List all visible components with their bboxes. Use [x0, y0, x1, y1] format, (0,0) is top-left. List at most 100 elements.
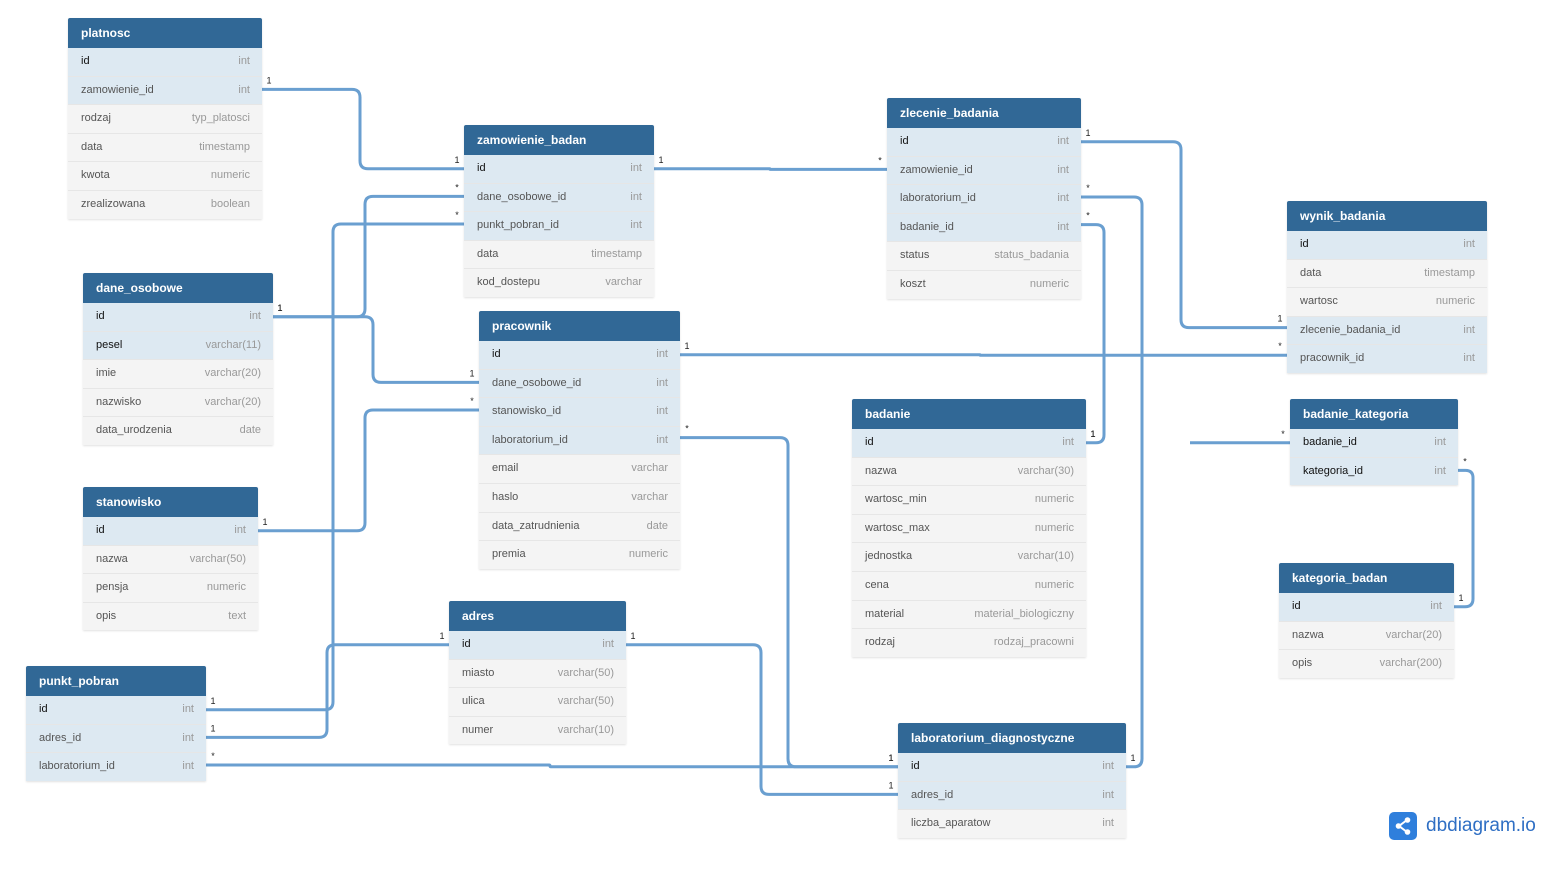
- table-header[interactable]: badanie: [852, 399, 1086, 429]
- table-header[interactable]: pracownik: [479, 311, 680, 341]
- table-header[interactable]: platnosc: [68, 18, 262, 48]
- table-header[interactable]: punkt_pobran: [26, 666, 206, 696]
- table-header[interactable]: laboratorium_diagnostyczne: [898, 723, 1126, 753]
- relationship-line[interactable]: [1081, 195, 1144, 769]
- relationship-line[interactable]: [258, 408, 479, 533]
- relationship-line[interactable]: [273, 194, 464, 319]
- table-header[interactable]: adres: [449, 601, 626, 631]
- relationship-line[interactable]: [206, 643, 449, 739]
- table-header[interactable]: dane_osobowe: [83, 273, 273, 303]
- relationship-line[interactable]: [626, 643, 898, 796]
- relationship-line[interactable]: [1081, 223, 1106, 445]
- dbdiagram-brand[interactable]: dbdiagram.io: [1389, 812, 1536, 840]
- table-header[interactable]: kategoria_badan: [1279, 563, 1454, 593]
- relationship-line[interactable]: [262, 87, 464, 171]
- relationship-line[interactable]: [1081, 140, 1287, 330]
- table-header[interactable]: wynik_badania: [1287, 201, 1487, 231]
- relationship-line[interactable]: [206, 763, 898, 769]
- table-header[interactable]: zlecenie_badania: [887, 98, 1081, 128]
- relationship-line[interactable]: [654, 167, 887, 171]
- table-header[interactable]: zamowienie_badan: [464, 125, 654, 155]
- table-header[interactable]: badanie_kategoria: [1290, 399, 1458, 429]
- relationship-line[interactable]: [273, 315, 479, 384]
- relationship-line[interactable]: [1454, 468, 1475, 609]
- table-header[interactable]: stanowisko: [83, 487, 258, 517]
